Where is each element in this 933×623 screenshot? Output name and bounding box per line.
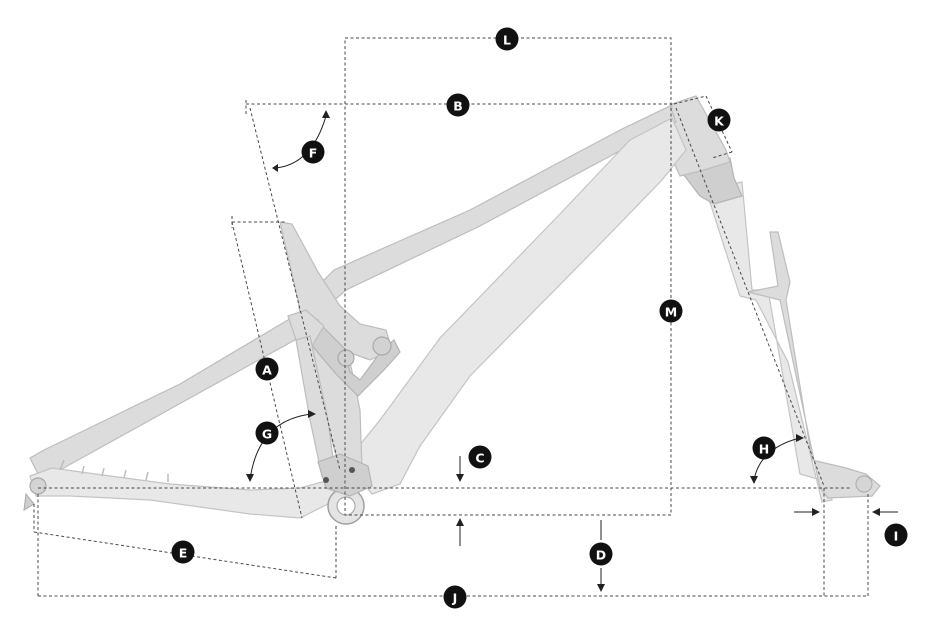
dimension-line-A-left xyxy=(231,221,303,519)
rocker-link xyxy=(287,309,325,347)
badge-G: G xyxy=(255,421,279,445)
dimension-line-E-bottom xyxy=(33,531,337,579)
badge-A: A xyxy=(255,357,279,381)
badge-L-text: L xyxy=(503,33,511,48)
badge-J: J xyxy=(443,585,467,609)
lower-pivot-a xyxy=(323,477,329,483)
badge-F: F xyxy=(301,140,325,164)
lower-pivot-b xyxy=(349,467,355,473)
badge-K-text: K xyxy=(714,114,725,129)
arrow-D-head xyxy=(597,584,605,592)
arrow-H-head-right xyxy=(796,434,804,442)
badge-E: E xyxy=(171,540,195,564)
head-tube-axis-line xyxy=(675,107,825,487)
seat-stay xyxy=(29,313,320,479)
badge-M: M xyxy=(659,299,683,323)
top-tube xyxy=(315,105,677,305)
derailleur-hanger xyxy=(23,492,35,511)
arrow-C-bottom-head xyxy=(456,518,464,526)
arrow-I-right-head xyxy=(872,508,880,516)
badge-C-text: C xyxy=(475,451,484,466)
badge-B: B xyxy=(446,93,470,117)
badge-H-text: H xyxy=(759,442,769,457)
badge-K: K xyxy=(707,108,731,132)
badge-L: L xyxy=(495,27,519,51)
badge-H: H xyxy=(752,436,776,460)
badge-E-text: E xyxy=(179,546,188,561)
shock-eyelet xyxy=(372,336,392,356)
arrow-G xyxy=(249,413,313,481)
badge-I: I xyxy=(884,523,908,547)
dimension-badges: L B K F M A G H xyxy=(171,27,908,609)
seat-tube-axis-line xyxy=(249,107,341,471)
bottom-bracket-bore xyxy=(336,496,356,516)
badge-J-text: J xyxy=(452,591,458,606)
arrow-F-head-top xyxy=(322,110,330,118)
badge-F-text: F xyxy=(309,146,318,161)
down-tube xyxy=(345,117,687,495)
arrow-I-left-head xyxy=(812,508,820,516)
bike-frame-illustration xyxy=(23,95,881,525)
dimension-lines xyxy=(33,37,869,597)
shock-mount xyxy=(337,349,355,367)
fork-lower-leg xyxy=(747,231,881,499)
badge-D: D xyxy=(589,542,613,566)
arrow-G-head-bottom xyxy=(246,474,254,482)
badge-A-text: A xyxy=(262,363,272,378)
fork-dropout xyxy=(855,475,873,493)
chain-stay-teeth xyxy=(59,459,169,482)
arrow-G-head-right xyxy=(308,410,316,418)
badge-I-text: I xyxy=(894,529,899,544)
badge-C: C xyxy=(468,445,492,469)
arrow-C-top-head xyxy=(456,474,464,482)
badge-G-text: G xyxy=(262,427,272,442)
chain-stay xyxy=(29,467,341,519)
arrow-F-head-left xyxy=(272,164,278,172)
arrow-H-head-bottom xyxy=(750,476,758,484)
badge-M-text: M xyxy=(665,305,677,320)
dimension-line-K-c xyxy=(711,151,733,159)
rear-dropout xyxy=(29,477,47,495)
badge-D-text: D xyxy=(596,548,606,563)
badge-B-text: B xyxy=(453,99,463,114)
dimension-line-K-b xyxy=(705,95,733,153)
